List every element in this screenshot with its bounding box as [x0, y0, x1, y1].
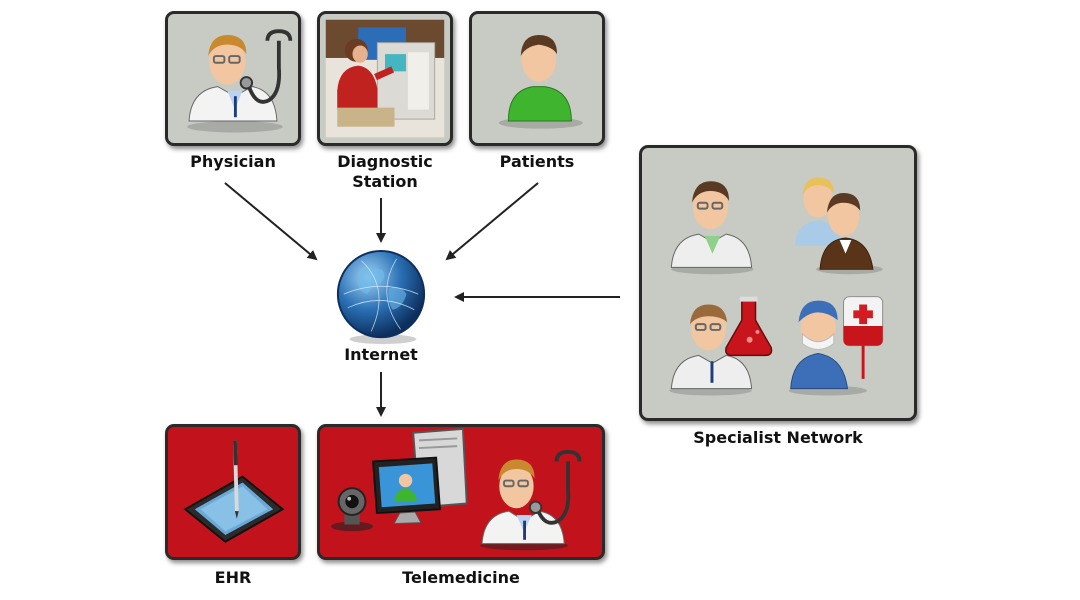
- specialist-icon: [670, 181, 754, 275]
- physician-box: [165, 11, 301, 146]
- patient-icon: [498, 35, 583, 129]
- ehr-label: EHR: [214, 568, 252, 587]
- webcam-icon: [331, 487, 374, 532]
- tablet-stylus-icon: [183, 440, 285, 543]
- telemedicine-icons: [331, 427, 582, 551]
- diagnostic-station-label: Diagnostic Station: [337, 152, 433, 191]
- internet-label: Internet: [344, 345, 418, 364]
- specialist-network-box: [639, 145, 917, 421]
- diagnostic-photo: [325, 19, 445, 138]
- physician-label: Physician: [190, 152, 276, 171]
- telemedicine-label: Telemedicine: [402, 568, 520, 587]
- surgeon-blood-icon: [788, 296, 884, 396]
- lab-specialist-icon: [669, 296, 773, 396]
- computer-icon: [372, 427, 468, 525]
- patients-label: Patients: [499, 152, 575, 171]
- globe-icon: [336, 249, 426, 345]
- diagnostic-station-box: [317, 11, 453, 146]
- arrow-physician-internet: [224, 182, 318, 261]
- doctor-stethoscope-icon: [480, 449, 582, 551]
- doctor-stethoscope-icon: [187, 29, 293, 133]
- telemedicine-box: [317, 424, 605, 560]
- specialist-network-icons: [669, 177, 884, 396]
- consult-icon: [794, 177, 883, 275]
- arrow-patients-internet: [445, 182, 539, 261]
- specialist-network-label: Specialist Network: [693, 428, 863, 447]
- ehr-box: [165, 424, 301, 560]
- patients-box: [469, 11, 605, 146]
